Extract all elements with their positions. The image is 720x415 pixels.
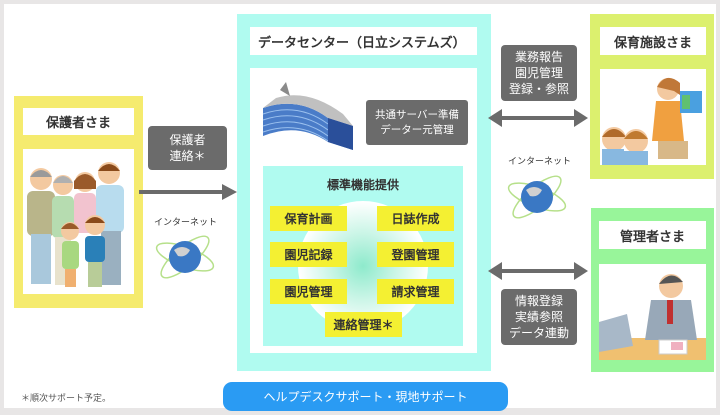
label-line: 登録・参照 — [508, 82, 569, 96]
facility-panel: 保育施設さま — [590, 14, 714, 179]
facility-internet-label: インターネット — [508, 157, 572, 167]
guardian-title: 保護者さま — [23, 108, 134, 135]
standard-functions-area: 標準機能提供 保育計画 日誌作成 園児記録 登園管理 園児管理 請求管理 連絡管… — [263, 166, 463, 346]
function-child-records: 園児記録 — [270, 242, 347, 267]
admin-data-label: 情報登録 実績参照 データ連動 — [501, 289, 577, 345]
label-line: 業務報告 — [514, 50, 563, 64]
guardian-to-datacenter-arrow — [139, 184, 237, 200]
datacenter-panel: データセンター（日立システムズ） 共通サーバー準備 データー元管理 標準機能提供… — [237, 14, 491, 371]
diagram-canvas: 保護者さま — [4, 4, 716, 411]
label-line: 実績参照 — [514, 310, 563, 324]
guardian-contact-label: 保護者 連絡＊ — [148, 126, 227, 170]
admin-panel: 管理者さま — [591, 208, 714, 372]
label-line: 共通サーバー準備 — [375, 108, 459, 121]
family-illustration — [23, 149, 134, 294]
datacenter-title: データセンター（日立システムズ） — [250, 27, 477, 55]
footnote: ＊順次サポート予定。 — [21, 394, 112, 404]
datacenter-admin-arrow — [488, 262, 588, 280]
admin-at-desk-illustration — [599, 264, 706, 360]
function-daily-log: 日誌作成 — [377, 206, 454, 231]
function-attendance: 登園管理 — [377, 242, 454, 267]
label-line: 園児管理 — [514, 66, 563, 80]
teacher-reading-illustration — [600, 69, 706, 165]
functions-title: 標準機能提供 — [326, 178, 399, 192]
globe-icon — [155, 235, 215, 279]
server-label: 共通サーバー準備 データー元管理 — [366, 100, 468, 145]
function-child-management: 園児管理 — [270, 279, 347, 304]
globe-icon — [507, 175, 567, 219]
datacenter-facility-arrow — [488, 109, 588, 127]
label-line: 連絡＊ — [169, 149, 206, 163]
label-line: データー元管理 — [380, 123, 454, 136]
facility-operations-label: 業務報告 園児管理 登録・参照 — [501, 45, 577, 101]
guardian-internet-label: インターネット — [154, 218, 218, 228]
label-line: 保護者 — [169, 133, 206, 147]
label-line: 情報登録 — [514, 294, 563, 308]
function-billing: 請求管理 — [377, 279, 454, 304]
helpdesk-support-button[interactable]: ヘルプデスクサポート・現地サポート — [223, 382, 508, 411]
datacenter-inner: 共通サーバー準備 データー元管理 標準機能提供 保育計画 日誌作成 園児記録 登… — [250, 68, 477, 353]
label-line: データ連動 — [508, 326, 569, 340]
server-building-icon — [262, 82, 353, 150]
function-contact: 連絡管理＊ — [325, 312, 402, 337]
function-childcare-plan: 保育計画 — [270, 206, 347, 231]
facility-title: 保育施設さま — [600, 27, 706, 55]
admin-title: 管理者さま — [599, 221, 706, 249]
guardian-panel: 保護者さま — [14, 96, 143, 308]
